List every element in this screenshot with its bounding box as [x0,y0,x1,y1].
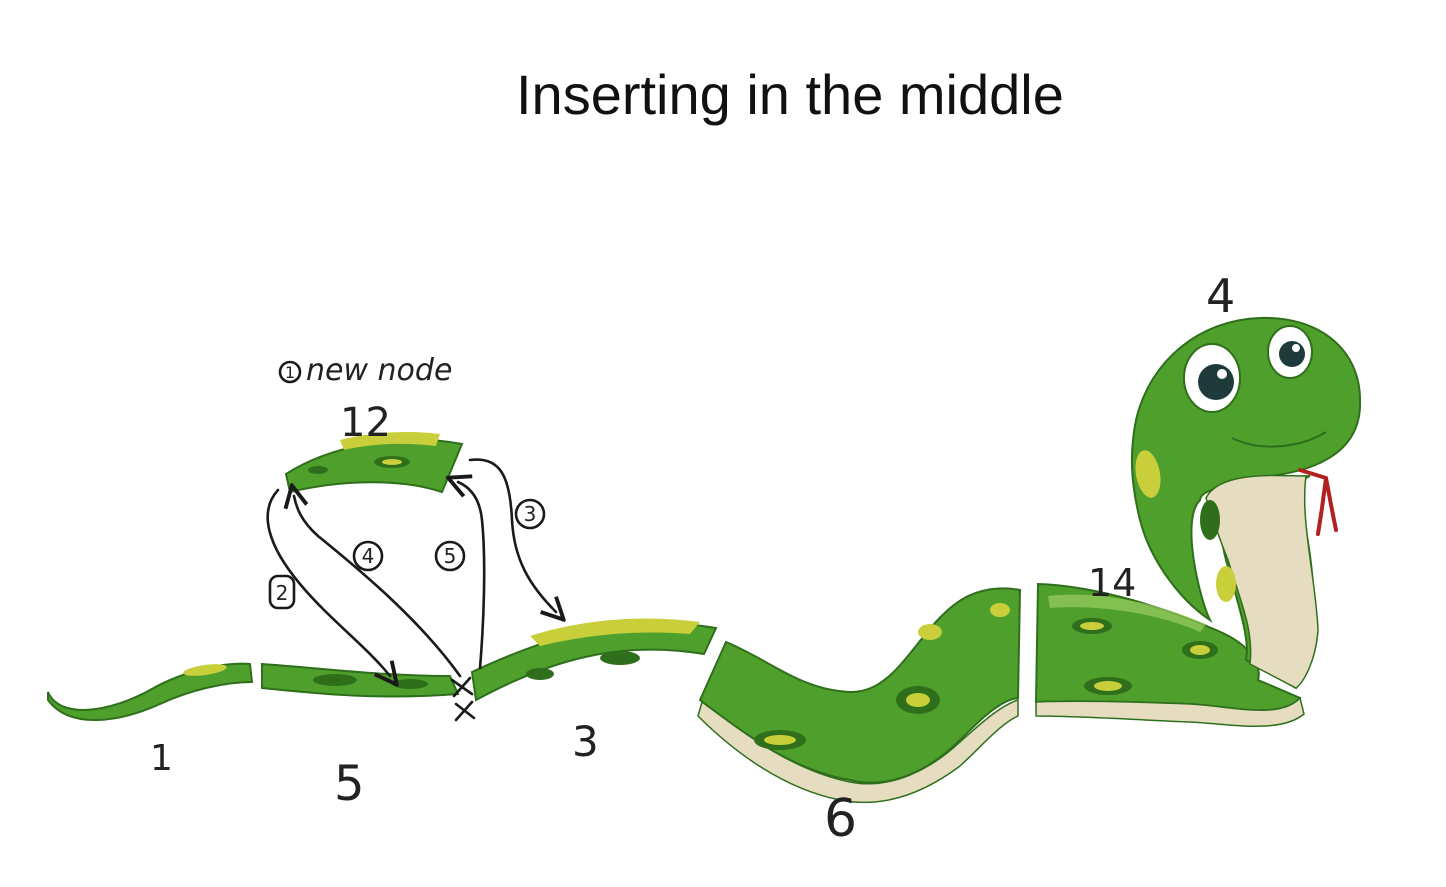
snake-segment-12-new-node [284,432,464,494]
arrow-4 [294,496,462,678]
step-4-badge: 4 [352,540,384,572]
segment-label-6: 6 [824,789,857,849]
snake-segment-6 [697,587,1022,804]
svg-text:4: 4 [362,544,375,568]
arrow-5 [458,482,486,670]
page-title: Inserting in the middle [516,63,1064,126]
snake-head [1130,316,1362,690]
segment-label-4: 4 [1206,269,1235,323]
segment-label-3: 3 [572,717,599,766]
svg-text:1: 1 [285,363,295,382]
step-2-badge: 2 [268,574,296,610]
arrow-2 [266,488,390,676]
snake-segment-3 [470,618,718,702]
svg-text:new node: new node [306,353,452,388]
snake-segment-tail [47,662,254,721]
segment-label-1: 1 [150,738,173,779]
step-3-badge: 3 [514,498,546,530]
segment-label-5: 5 [334,756,365,812]
new-node-annotation: 1 new node [278,353,452,388]
svg-text:2: 2 [276,581,289,605]
segment-label-12: 12 [340,400,391,446]
svg-text:3: 3 [524,502,537,526]
cut-mark [450,676,476,722]
segment-label-14: 14 [1088,561,1136,605]
snake-segment-14 [1034,582,1305,727]
step-5-badge: 5 [434,540,466,572]
snake-segment-5 [261,662,460,698]
svg-text:5: 5 [444,544,457,568]
arrow-3 [468,458,556,613]
